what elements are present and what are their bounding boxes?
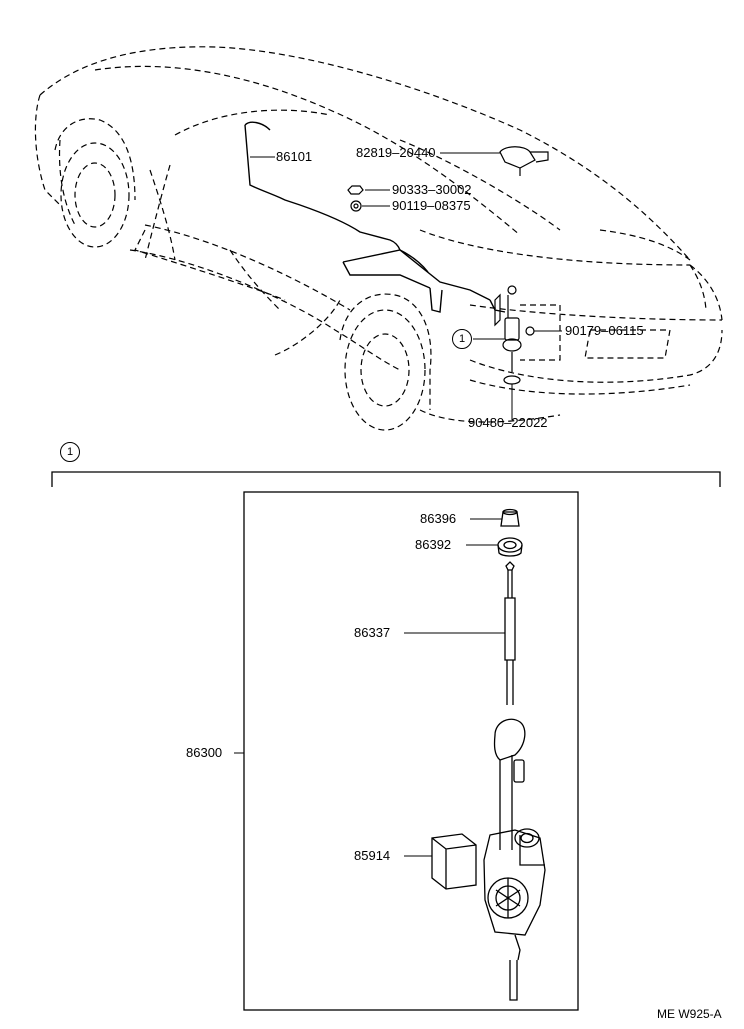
label-86337: 86337 (354, 625, 391, 640)
leaders-top (250, 152, 562, 420)
antenna-parts (431, 508, 546, 1001)
label-86396: 86396 (420, 511, 457, 526)
callout-circle-section: 1 (60, 442, 80, 462)
label-90119-08375: 90119–08375 (392, 198, 471, 213)
label-85914: 85914 (354, 848, 391, 863)
section-bracket (51, 471, 721, 487)
label-82819-20440: 82819–20440 (356, 145, 436, 160)
antenna-cable (244, 121, 506, 313)
label-86101: 86101 (276, 149, 313, 164)
label-90333-30002: 90333–30002 (392, 182, 472, 197)
callout-circle-car: 1 (452, 329, 472, 349)
car-outline (34, 46, 723, 431)
label-90179-06115: 90179–06115 (565, 323, 644, 338)
assembly-frame (243, 491, 579, 1011)
leaders-bottom (234, 518, 505, 857)
label-86300: 86300 (186, 745, 223, 760)
label-86392: 86392 (415, 537, 452, 552)
trunk-hardware (347, 146, 549, 385)
diagram-code: ME W925-A (657, 1007, 722, 1021)
label-90480-22022: 90480–22022 (468, 415, 548, 430)
